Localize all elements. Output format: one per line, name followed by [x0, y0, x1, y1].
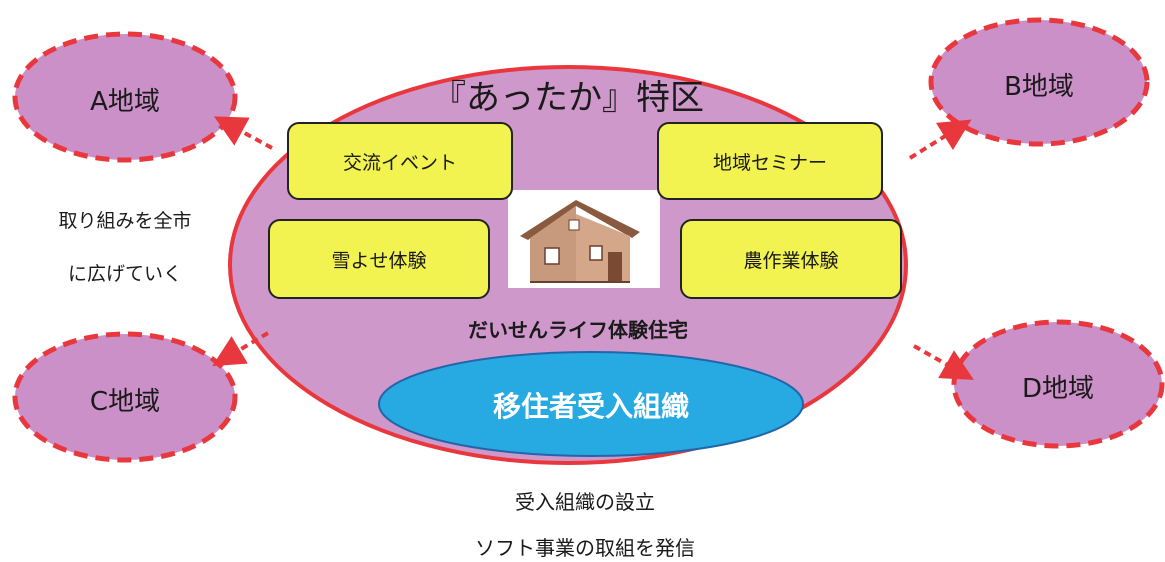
region-a-ellipse	[12, 31, 238, 163]
arrow-to-d	[913, 344, 974, 380]
activity-box-snow-clearing: 雪よせ体験	[268, 219, 490, 299]
side-note-line1: 取り組みを全市	[58, 210, 192, 232]
arrow-to-b	[908, 119, 972, 160]
house-caption: だいせんライフ体験住宅	[468, 318, 688, 342]
activity-label: 地域セミナー	[712, 151, 827, 174]
side-note-line2: に広げていく	[67, 263, 182, 285]
activity-box-farm-work: 農作業体験	[680, 219, 902, 299]
bottom-note-line1: 受入組織の設立	[515, 490, 655, 514]
arrow-to-c	[212, 331, 270, 367]
organization-ellipse	[378, 351, 804, 457]
region-a-label: A地域	[90, 87, 160, 117]
bottom-note-line2: ソフト事業の取組を発信	[475, 536, 695, 560]
region-b-ellipse	[928, 17, 1150, 147]
region-d-ellipse	[951, 319, 1165, 449]
activity-box-regional-seminar: 地域セミナー	[657, 122, 883, 200]
house-icon	[508, 190, 660, 288]
arrow-to-a	[213, 116, 273, 150]
diagram-title: 『あったか』特区	[432, 78, 704, 118]
activity-label: 雪よせ体験	[331, 249, 427, 272]
region-c-ellipse	[12, 331, 238, 463]
organization-label: 移住者受入組織	[492, 390, 689, 423]
region-c-label: C地域	[89, 387, 161, 417]
activity-box-exchange-event: 交流イベント	[287, 122, 513, 200]
region-b-label: B地域	[1004, 72, 1074, 102]
region-d-label: D地域	[1021, 374, 1095, 404]
activity-label: 農作業体験	[743, 249, 839, 272]
activity-label: 交流イベント	[342, 151, 457, 174]
